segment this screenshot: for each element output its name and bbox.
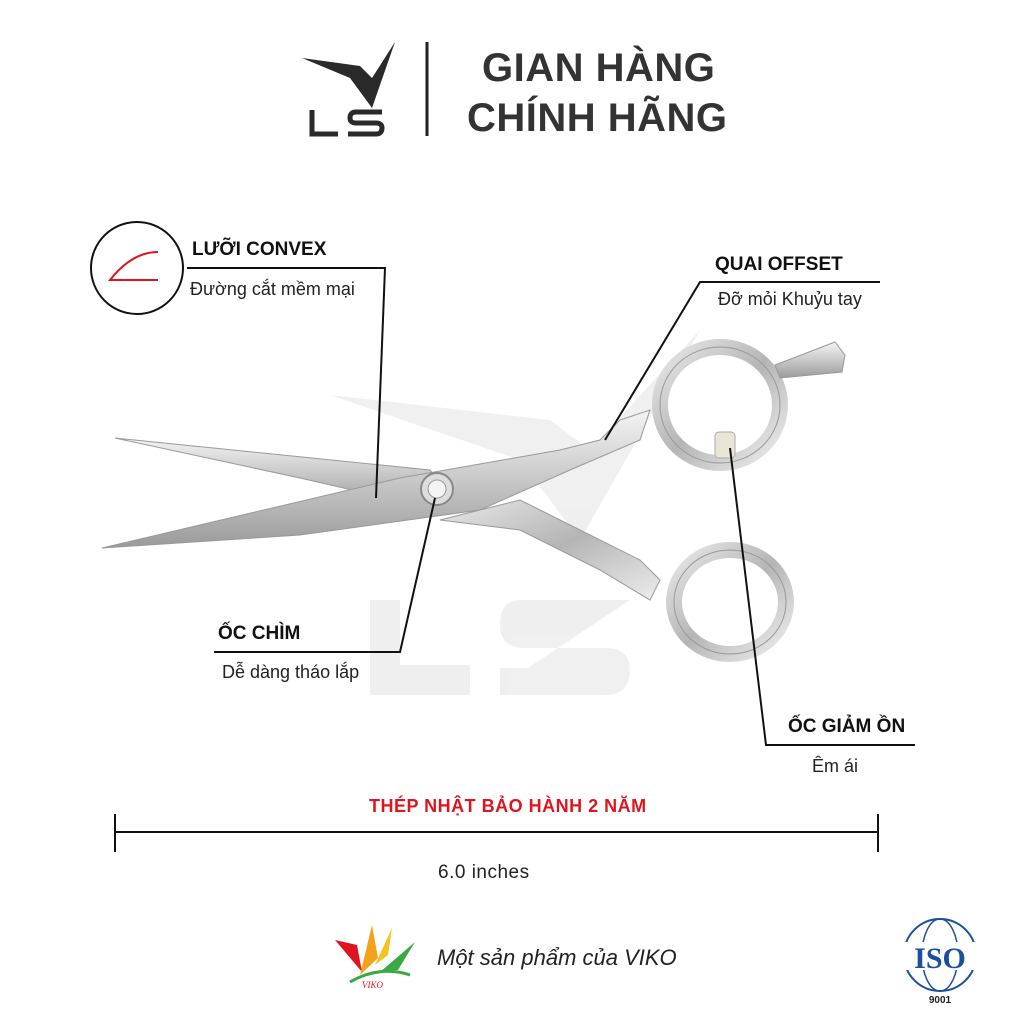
callout-screw-label: ỐC CHÌM bbox=[218, 623, 301, 644]
scissors-image bbox=[101, 339, 846, 662]
ls-logo bbox=[302, 42, 395, 137]
svg-text:ISO: ISO bbox=[914, 942, 966, 975]
callout-offset-label: QUAI OFFSET bbox=[715, 254, 843, 275]
svg-text:9001: 9001 bbox=[929, 995, 952, 1006]
callout-convex-label: LƯỠI CONVEX bbox=[192, 239, 327, 260]
leader-lines bbox=[187, 267, 915, 746]
size-dimension-line bbox=[114, 814, 879, 852]
warranty-text: THÉP NHẬT BẢO HÀNH 2 NĂM bbox=[369, 796, 647, 816]
callout-screw-sub: Dễ dàng tháo lắp bbox=[222, 662, 360, 682]
callout-offset-sub: Đỡ mỏi Khuỷu tay bbox=[718, 289, 862, 309]
size-label: 6.0 inches bbox=[438, 862, 530, 883]
maker-text: Một sản phẩm của VIKO bbox=[437, 945, 677, 970]
svg-text:VIKO: VIKO bbox=[362, 980, 383, 990]
callout-silencer-label: ỐC GIẢM ỒN bbox=[788, 716, 906, 737]
viko-logo: VIKO bbox=[335, 925, 415, 990]
header-title-line2: CHÍNH HÃNG bbox=[467, 96, 728, 140]
convex-blade-icon bbox=[90, 221, 184, 315]
header-title-line1: GIAN HÀNG bbox=[482, 46, 716, 90]
watermark-logo bbox=[330, 330, 700, 695]
callout-convex-sub: Đường cắt mềm mại bbox=[190, 279, 355, 299]
callout-silencer-sub: Êm ái bbox=[812, 756, 859, 776]
iso-9001-logo: ISO 9001 bbox=[900, 918, 980, 1006]
